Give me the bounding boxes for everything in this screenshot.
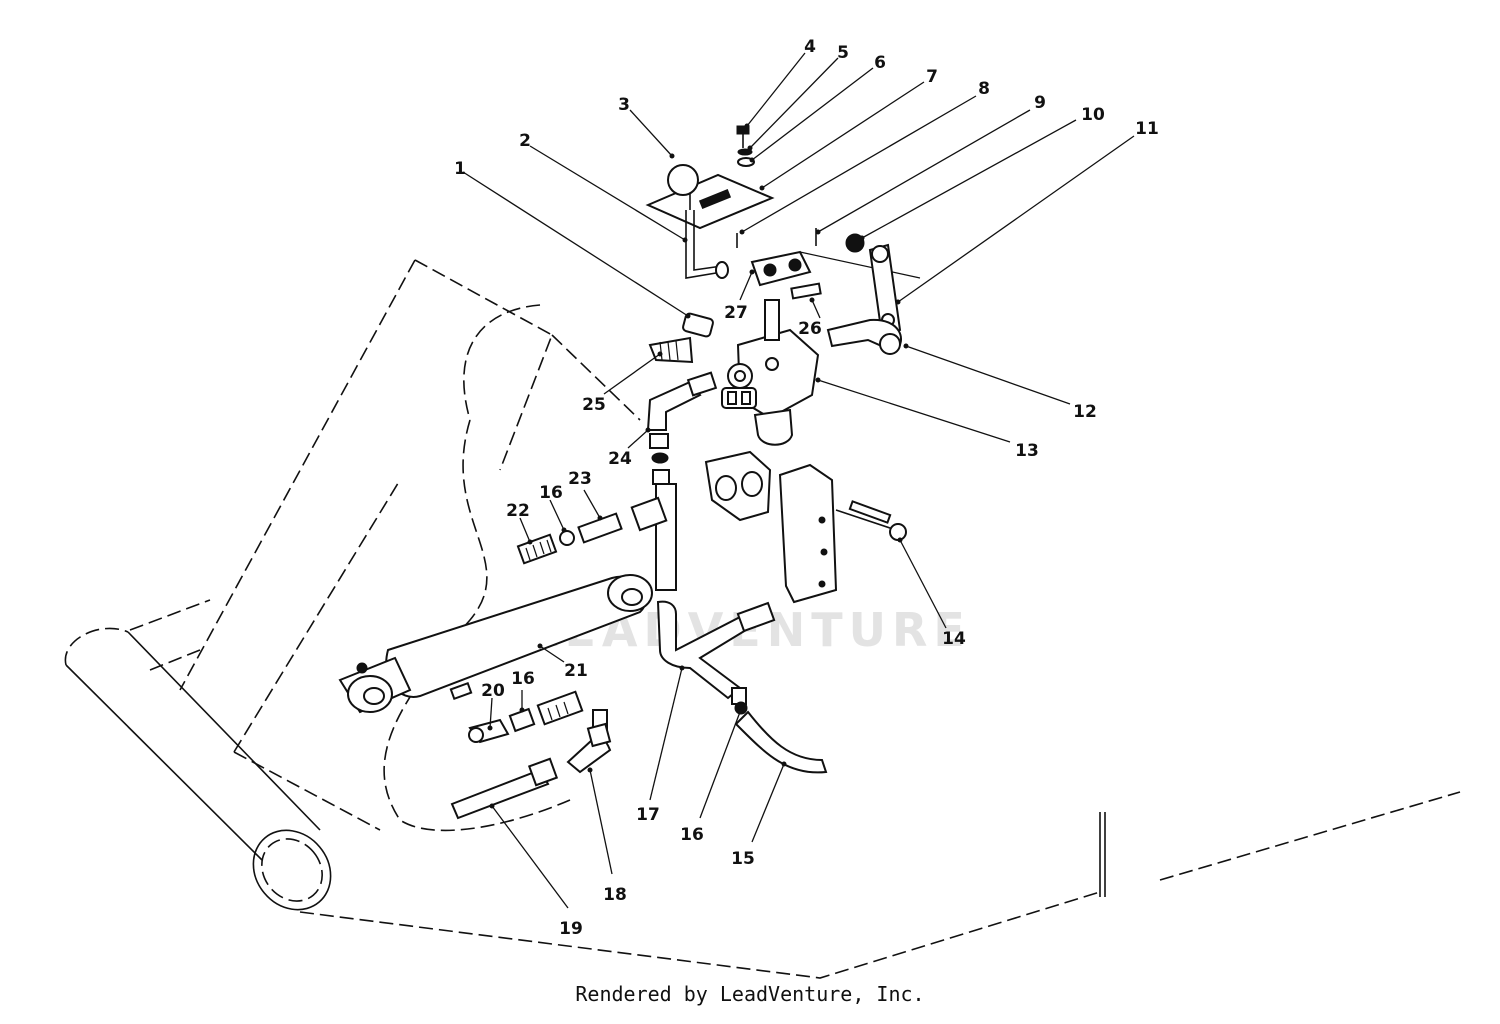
frame-outline: [129, 259, 1461, 979]
callout-10: 10: [1081, 105, 1105, 125]
callout-8: 8: [978, 79, 990, 99]
callout-6: 6: [874, 53, 886, 73]
callout-16-a: 16: [680, 825, 704, 845]
callout-7: 7: [926, 67, 938, 87]
footer-credit: Rendered by LeadVenture, Inc.: [575, 982, 925, 1006]
callout-24: 24: [608, 449, 632, 469]
hydraulic-lines: [651, 452, 828, 774]
mounting-plate: [704, 450, 907, 604]
callout-labels: 1 2 3 4 5 6 7 8 9 10 11 12 13 14 15 16 1…: [454, 37, 1159, 939]
control-lever-assembly: [645, 125, 775, 279]
callout-16-b: 16: [511, 669, 535, 689]
callout-11: 11: [1135, 119, 1159, 139]
leader-lines: [462, 52, 1135, 909]
callout-22: 22: [506, 501, 530, 521]
callout-3: 3: [618, 95, 630, 115]
callout-25: 25: [582, 395, 606, 415]
callout-1: 1: [454, 159, 466, 179]
callout-12: 12: [1073, 402, 1097, 422]
callout-15: 15: [731, 849, 755, 869]
callout-19: 19: [559, 919, 583, 939]
hydraulic-cylinder: [338, 574, 653, 733]
valve-fittings: [646, 312, 718, 449]
callout-4: 4: [804, 37, 816, 57]
roller-tube: [64, 627, 332, 911]
callout-5: 5: [837, 43, 849, 63]
callout-9: 9: [1034, 93, 1046, 113]
callout-2: 2: [519, 131, 531, 151]
callout-23: 23: [568, 469, 592, 489]
callout-27: 27: [724, 303, 748, 323]
callout-18: 18: [603, 885, 627, 905]
callout-13: 13: [1015, 441, 1039, 461]
callout-20: 20: [481, 681, 505, 701]
callout-21: 21: [564, 661, 588, 681]
cylinder-fittings-lower: [450, 690, 612, 820]
callout-26: 26: [798, 319, 822, 339]
callout-16-c: 16: [539, 483, 563, 503]
cylinder-fittings-upper: [516, 496, 668, 565]
callout-14: 14: [942, 629, 966, 649]
callout-17: 17: [636, 805, 660, 825]
control-valve: [721, 299, 820, 446]
